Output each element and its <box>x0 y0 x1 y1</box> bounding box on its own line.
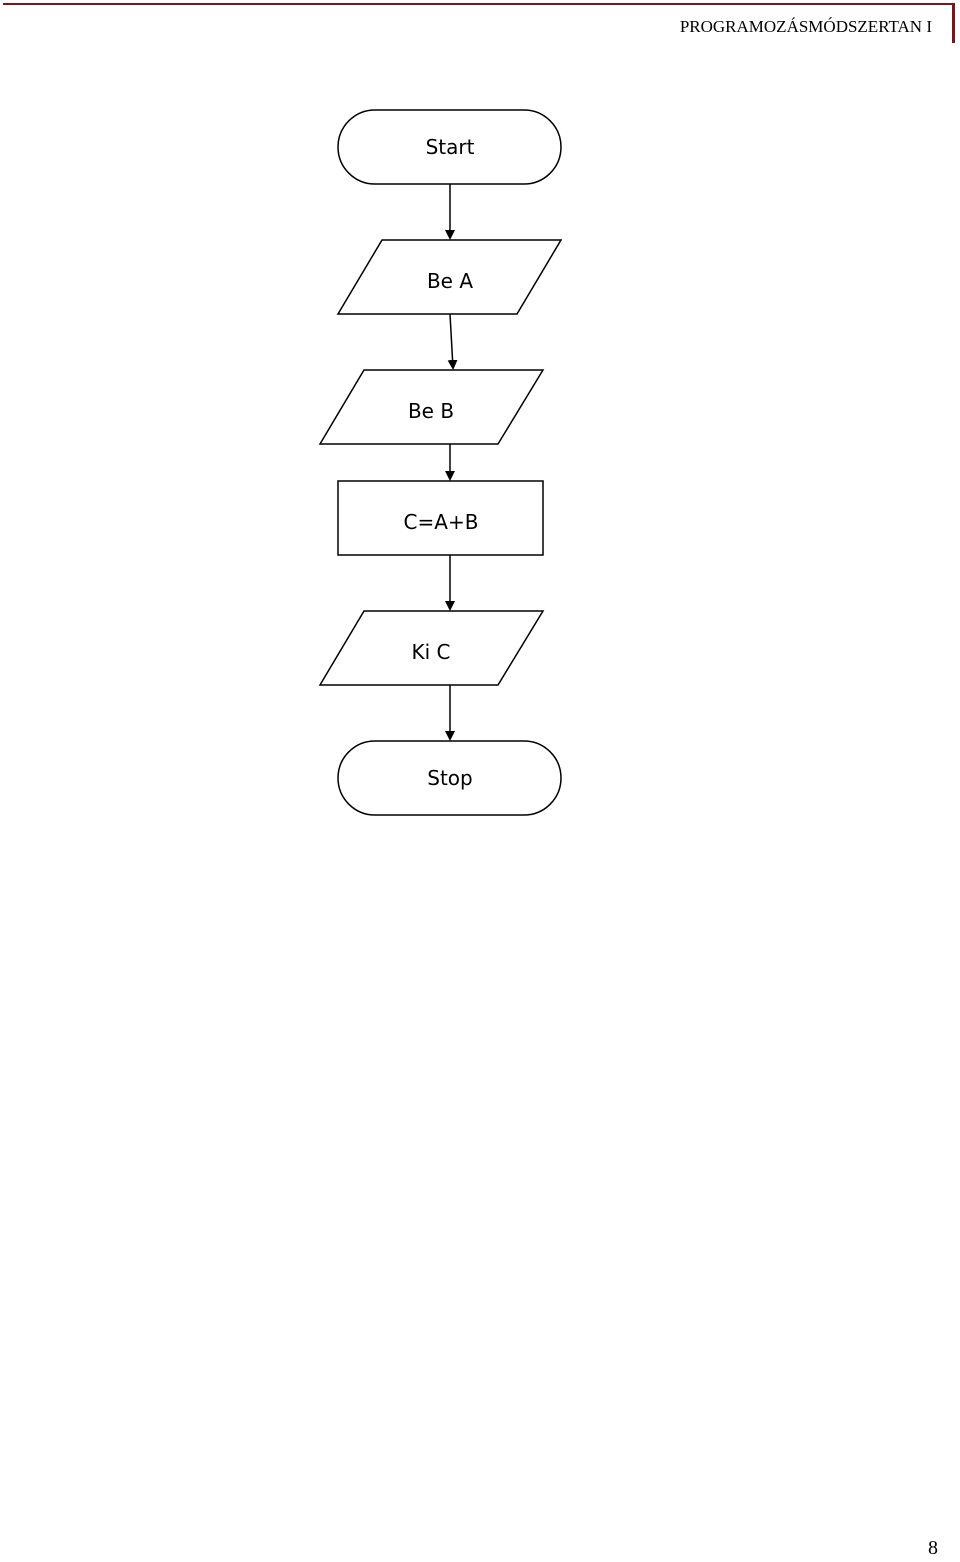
start-node: Start <box>337 109 562 185</box>
stop-node: Stop <box>337 740 562 816</box>
header-rule-side <box>952 3 955 43</box>
input-a-node: Be A <box>336 239 563 315</box>
output-c-label: Ki C <box>412 640 451 664</box>
input-a-label: Be A <box>427 269 473 293</box>
page-header-title: PROGRAMOZÁSMÓDSZERTAN I <box>679 17 932 36</box>
page-number: 8 <box>928 1537 938 1559</box>
start-label: Start <box>426 135 475 159</box>
flowchart: Start Be A Be B C=A+B Ki C Stop <box>318 109 563 816</box>
assign-c-node: C=A+B <box>337 480 544 556</box>
input-b-node: Be B <box>318 369 545 445</box>
assign-c-label: C=A+B <box>404 510 479 534</box>
header-rule <box>3 3 955 5</box>
output-c-node: Ki C <box>318 610 545 686</box>
edge-input-a-to-input-b <box>447 313 458 370</box>
input-b-label: Be B <box>408 399 454 423</box>
stop-label: Stop <box>427 766 472 790</box>
